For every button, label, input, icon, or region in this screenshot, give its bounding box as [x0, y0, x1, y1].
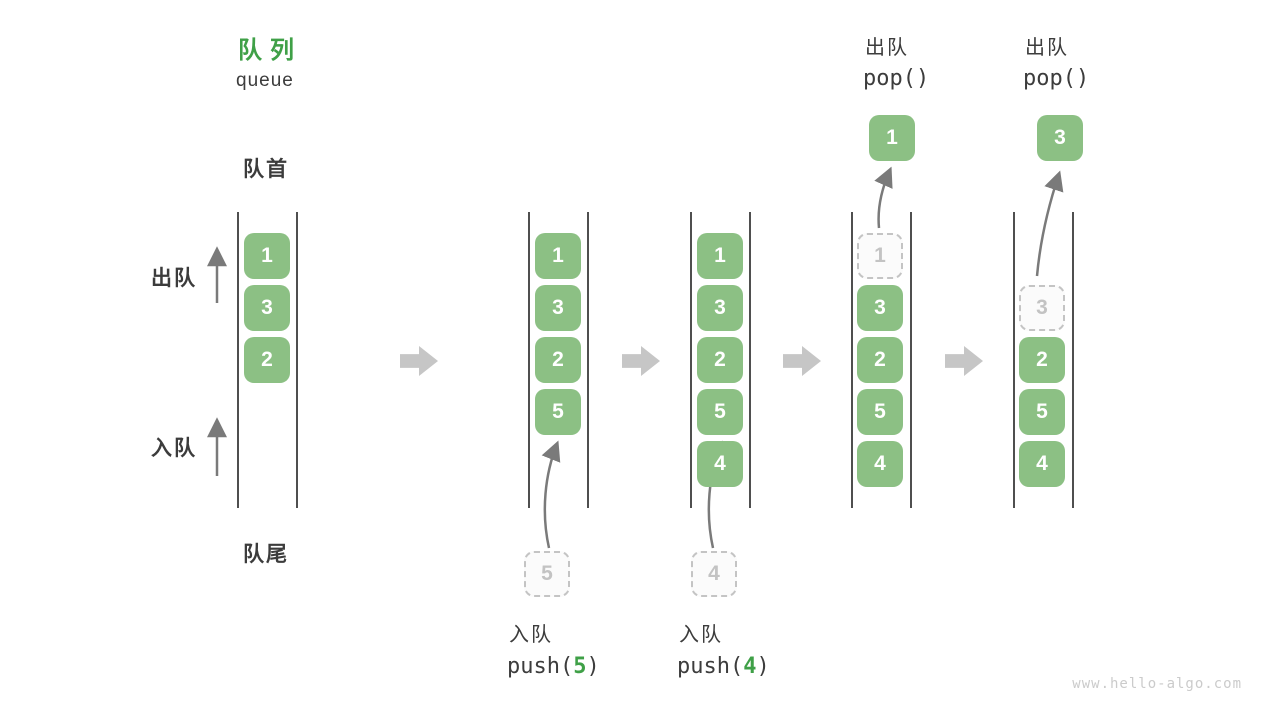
- queue-item-box: 5: [535, 389, 581, 435]
- stage-transition-arrow-icon: [400, 346, 438, 376]
- push4-code-open: push(: [677, 654, 744, 679]
- incoming-item-ghost-box: 5: [524, 551, 570, 597]
- push4-code-close: ): [756, 654, 770, 679]
- queue-item-box: 2: [697, 337, 743, 383]
- push4-operation-label: 入队: [679, 624, 723, 646]
- queue-item-box: 1: [697, 233, 743, 279]
- queue-item-box: 3: [697, 285, 743, 331]
- pop3-arrow-icon: [1035, 170, 1064, 277]
- stage5-right-rail: [1072, 212, 1074, 508]
- queue-item-box: 4: [857, 441, 903, 487]
- push5-code-arg: 5: [573, 654, 587, 679]
- stage-transition-arrow-icon: [945, 346, 983, 376]
- stage3-left-rail: [690, 212, 692, 508]
- stage4-right-rail: [910, 212, 912, 508]
- queue-item-box: 2: [1019, 337, 1065, 383]
- watermark: www.hello-algo.com: [1072, 676, 1242, 692]
- queue-item-box: 3: [857, 285, 903, 331]
- queue-item-box: 5: [1019, 389, 1065, 435]
- pop2-operation-code: pop(): [1023, 66, 1090, 91]
- push4-code-arg: 4: [743, 654, 757, 679]
- queue-item-box: 3: [535, 285, 581, 331]
- stage1-right-rail: [296, 212, 298, 508]
- queue-rear-label: 队尾: [243, 543, 289, 566]
- queue-item-box: 4: [1019, 441, 1065, 487]
- stage3-right-rail: [749, 212, 751, 508]
- queue-item-box: 3: [244, 285, 290, 331]
- queue-item-box: 5: [697, 389, 743, 435]
- push4-operation-code: push(4): [677, 654, 770, 679]
- diagram-title-en: queue: [236, 70, 294, 91]
- removed-item-ghost-box: 1: [857, 233, 903, 279]
- dequeue-side-label: 出队: [151, 267, 197, 290]
- stage5-left-rail: [1013, 212, 1015, 508]
- queue-item-box: 4: [697, 441, 743, 487]
- pop2-operation-label: 出队: [1025, 37, 1069, 59]
- popped-item-box: 3: [1037, 115, 1083, 161]
- queue-item-box: 1: [535, 233, 581, 279]
- queue-item-box: 2: [244, 337, 290, 383]
- push5-operation-label: 入队: [509, 624, 553, 646]
- incoming-item-ghost-box: 4: [691, 551, 737, 597]
- queue-item-box: 5: [857, 389, 903, 435]
- stage4-left-rail: [851, 212, 853, 508]
- push5-arrow-icon: [541, 440, 561, 549]
- stage-transition-arrow-icon: [622, 346, 660, 376]
- popped-item-box: 1: [869, 115, 915, 161]
- queue-item-box: 2: [535, 337, 581, 383]
- stage2-left-rail: [528, 212, 530, 508]
- enqueue-side-label: 入队: [151, 437, 197, 460]
- pop1-operation-label: 出队: [865, 37, 909, 59]
- queue-item-box: 1: [244, 233, 290, 279]
- pop1-operation-code: pop(): [863, 66, 930, 91]
- queue-front-label: 队首: [243, 158, 289, 181]
- stage1-left-rail: [237, 212, 239, 508]
- push5-code-close: ): [586, 654, 600, 679]
- push5-code-open: push(: [507, 654, 574, 679]
- stage-transition-arrow-icon: [783, 346, 821, 376]
- push5-operation-code: push(5): [507, 654, 600, 679]
- queue-item-box: 2: [857, 337, 903, 383]
- pop1-arrow-icon: [874, 166, 893, 229]
- stage2-right-rail: [587, 212, 589, 508]
- removed-item-ghost-box: 3: [1019, 285, 1065, 331]
- diagram-title-zh: 队列: [238, 37, 302, 64]
